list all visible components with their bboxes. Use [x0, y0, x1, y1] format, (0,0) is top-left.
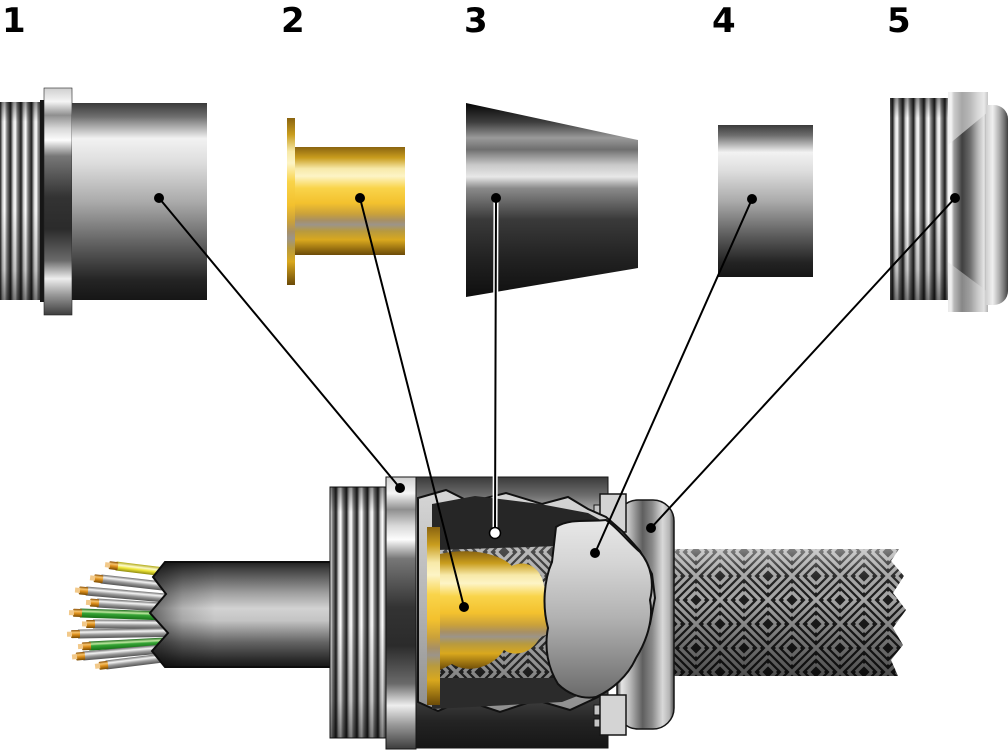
leader-dot-part-2 — [355, 193, 365, 203]
leader-dot-part-3 — [491, 193, 501, 203]
part-1-flange-collar — [43, 87, 73, 316]
part-1-thread-shading — [0, 102, 40, 300]
part-4-compression-ring — [718, 125, 813, 277]
part-2-flange — [287, 118, 295, 285]
cutaway-gathered-braid — [543, 518, 653, 699]
part-1-gland-body — [0, 87, 207, 316]
leader-dot-assembly-1 — [395, 483, 405, 493]
leader-dot-part-5 — [950, 193, 960, 203]
part-1-body-cylinder — [72, 103, 207, 300]
part-label-1: 1 — [2, 1, 26, 41]
braided-cable — [664, 549, 906, 676]
leader-line-4 — [594, 198, 753, 554]
assembly-clip-bottom — [593, 694, 627, 736]
leader-line-3 — [494, 197, 497, 534]
leader-line-1 — [158, 197, 401, 489]
leader-dot-part-1 — [154, 193, 164, 203]
part-5-dome-ring — [986, 105, 1008, 305]
leader-dot-assembly-2 — [459, 602, 469, 612]
part-1-thread-edge — [40, 100, 44, 302]
cutaway-brass-insert — [427, 527, 557, 705]
leader-dot-assembly-3 — [488, 526, 502, 540]
part-2-brass-insert — [287, 118, 405, 285]
part-4-ring-cylinder — [718, 125, 813, 277]
leader-dots — [154, 193, 960, 612]
part-label-5: 5 — [887, 1, 911, 41]
part-label-3: 3 — [464, 1, 488, 41]
part-5-thread-shading — [890, 98, 948, 300]
assembly-flange-collar — [385, 476, 417, 750]
leader-line-5 — [650, 197, 956, 529]
part-5-cap-nut — [890, 92, 1008, 312]
part-3-cone-shape — [466, 103, 638, 297]
assembly-thread-section — [329, 486, 388, 739]
leader-dot-assembly-4 — [590, 548, 600, 558]
part-label-4: 4 — [712, 1, 736, 41]
part-5-top-chamfer — [948, 92, 988, 145]
leader-dot-part-4 — [747, 194, 757, 204]
leader-line-2 — [359, 197, 465, 608]
cable-sheath — [148, 561, 337, 668]
leader-dot-assembly-5 — [646, 523, 656, 533]
part-5-bottom-chamfer — [948, 262, 988, 312]
part-label-2: 2 — [281, 1, 305, 41]
part-2-bushing-body — [295, 147, 405, 255]
leader-lines — [158, 195, 956, 608]
part-3-sealing-cone — [466, 103, 638, 297]
